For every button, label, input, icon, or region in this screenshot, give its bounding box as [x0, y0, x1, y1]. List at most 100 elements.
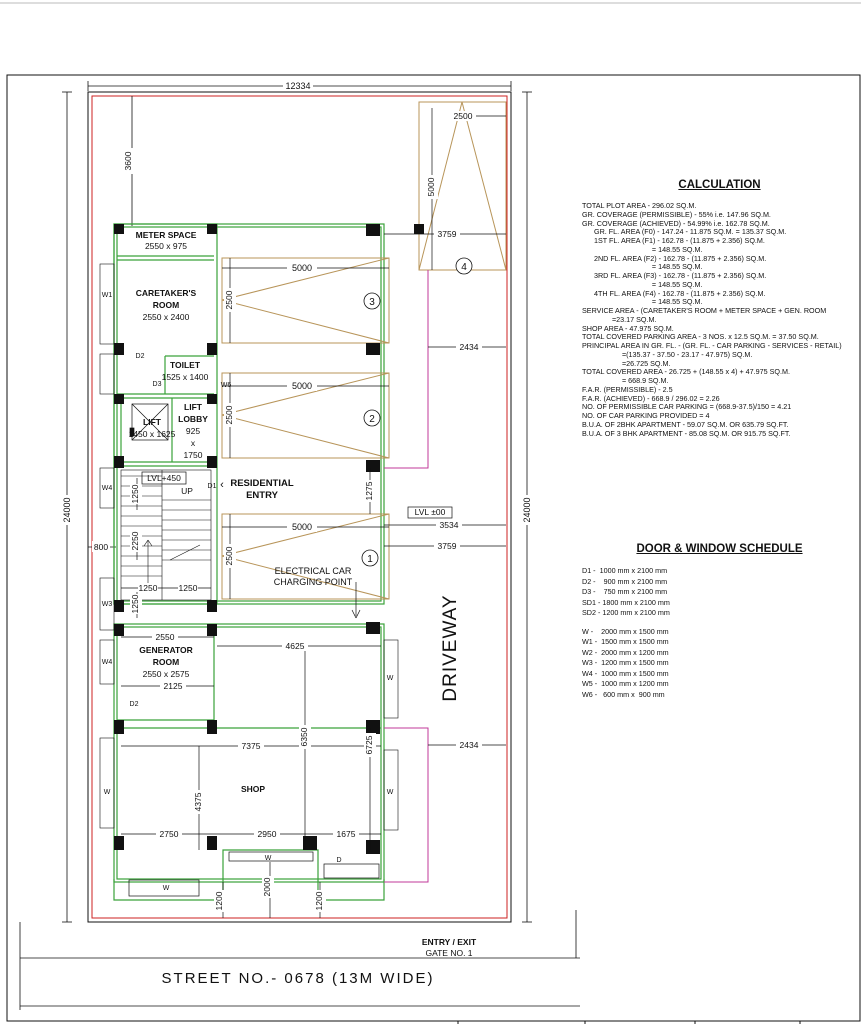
calc-line: GR. COVERAGE (ACHIEVED) - 54.99% i.e. 16… [582, 218, 770, 228]
caretaker-label-1: CARETAKER'S [136, 288, 197, 298]
gate-label: GATE NO. 1 [425, 948, 472, 958]
ev-label-2: CHARGING POINT [274, 577, 353, 587]
calc-line: PRINCIPAL AREA IN GR. FL. - (GR. FL. - C… [582, 341, 842, 350]
calc-line: TOTAL COVERED AREA - 26.725 + (148.55 x … [582, 367, 791, 377]
calc-line: SHOP AREA - 47.975 SQ.M. [582, 323, 674, 333]
dimension-label: D2 [136, 353, 145, 360]
calc-line: F.A.R. (ACHIEVED) - 668.9 / 296.02 = 2.2… [582, 393, 720, 403]
calc-line: NO. OF PERMISSIBLE CAR PARKING = (668.9-… [582, 402, 792, 412]
driveway-edge [384, 270, 429, 883]
dimension-label: W4 [102, 485, 113, 492]
door-item: D3 - 750 mm x 2100 mm [582, 587, 668, 596]
dimension-label: 6725 [364, 735, 374, 754]
generator-label-2: ROOM [153, 657, 179, 667]
door-item: D1 - 1000 mm x 2100 mm [582, 566, 668, 575]
dimension-label: 5000 [292, 263, 312, 273]
street-strip [19, 910, 580, 1010]
entry-chevron-icon: ‹ [220, 479, 224, 491]
opening-labels: W1 D2 D3 W6 D1 W4 W3 W4 D2 W W W W W D [102, 292, 394, 892]
calc-line: GR. COVERAGE (PERMISSIBLE) - 55% i.e. 14… [582, 209, 771, 219]
calc-line: = 148.55 SQ.M. [582, 279, 703, 289]
caretaker-dim: 2550 x 2400 [143, 312, 190, 322]
plot-width-label: 12334 [285, 81, 310, 91]
dim-side-gap: 800 [88, 541, 116, 552]
dimension-label: D3 [153, 381, 162, 388]
dim-plot-width: 12334 [87, 80, 512, 91]
door-item: D2 - 900 mm x 2100 mm [582, 576, 668, 586]
residential-entry-label-2: ENTRY [246, 490, 279, 501]
lift-shaft [129, 403, 169, 441]
dimension-label: W4 [102, 659, 113, 666]
dimension-label: 2950 [258, 829, 277, 839]
meter-space-label: METER SPACE [136, 230, 197, 240]
dimension-label: 3600 [123, 151, 133, 170]
dimension-label: 1275 [364, 481, 374, 500]
dim-plot-depth-right: 24000 [521, 91, 533, 923]
door-item: SD1 - 1800 mm x 2100 mm [582, 597, 670, 607]
dimension-label: 4625 [286, 641, 305, 651]
generator-dim: 2550 x 2575 [143, 669, 190, 679]
calc-line: = 148.55 SQ.M. [582, 297, 703, 307]
dimension-label: 6350 [299, 727, 309, 746]
entry-exit-label: ENTRY / EXIT [422, 937, 477, 947]
dimension-label: W3 [102, 601, 113, 608]
bay-number-1: 1 [367, 554, 373, 565]
dimension-label: 1250 [179, 583, 198, 593]
columns [114, 224, 424, 854]
calc-line: B.U.A. OF 2BHK APARTMENT - 59.07 SQ.M. O… [582, 419, 789, 429]
calc-line: 1ST FL. AREA (F1) - 162.78 - (11.875 + 2… [582, 236, 765, 245]
lift-label: LIFT [143, 417, 162, 427]
calculation-heading: CALCULATION [678, 179, 761, 191]
building-walls [113, 223, 385, 901]
dimension-label: W [387, 675, 394, 682]
door-window-schedule: DOOR & WINDOW SCHEDULE D1 - 1000 mm x 21… [582, 542, 857, 700]
dimension-label: 4375 [193, 792, 203, 811]
dimension-label: 5000 [292, 522, 312, 532]
calc-line: = 148.55 SQ.M. [582, 262, 703, 272]
calc-line: 3RD FL. AREA (F3) - 162.78 - (11.875 + 2… [582, 271, 767, 280]
dimension-label: W [265, 855, 272, 862]
residential-entry-label-1: RESIDENTIAL [230, 478, 294, 489]
window-item: W1 - 1500 mm x 1500 mm [582, 637, 669, 646]
calc-line: SERVICE AREA - (CARETAKER'S ROOM + METER… [582, 306, 827, 315]
calc-line: F.A.R. (PERMISSIBLE) - 2.5 [582, 384, 673, 394]
dimension-label: 2434 [460, 740, 479, 750]
dimension-label: 1675 [337, 829, 356, 839]
lift-lobby-label-2: LOBBY [178, 414, 208, 424]
dimension-label: 1250 [139, 583, 158, 593]
lift-dim: 1450 x 1625 [129, 429, 176, 439]
dimension-label: W6 [221, 382, 232, 389]
dimension-label: 3534 [440, 520, 459, 530]
dimension-label: W [387, 789, 394, 796]
dimension-label: 1250 [130, 484, 140, 503]
calc-line: = 148.55 SQ.M. [582, 244, 703, 254]
window-item: W2 - 2000 mm x 1200 mm [582, 647, 669, 657]
dimension-label: 2250 [130, 531, 140, 550]
dimension-label: 2500 [454, 111, 473, 121]
calc-line: TOTAL COVERED PARKING AREA - 3 NOS. x 12… [582, 332, 819, 342]
generator-label-1: GENERATOR [139, 645, 193, 655]
calculation-panel: CALCULATION TOTAL PLOT AREA - 296.02 SQ.… [582, 178, 857, 438]
shop-label: SHOP [241, 784, 265, 794]
dimension-label: 2550 [156, 632, 175, 642]
level-00-box [407, 506, 453, 519]
dimension-label: 1200 [314, 891, 324, 910]
level-450-box [141, 471, 187, 485]
toilet-dim: 1525 x 1400 [162, 372, 209, 382]
dimension-label: 2434 [460, 342, 479, 352]
window-item: W5 - 1000 mm x 1200 mm [582, 679, 669, 688]
dimension-label: 2000 [262, 877, 272, 896]
dimension-label: W [163, 885, 170, 892]
dimension-label: 2125 [164, 681, 183, 691]
dimension-label: 5000 [292, 381, 312, 391]
meter-space-dim: 2550 x 975 [145, 241, 187, 251]
dimension-label: 3759 [438, 541, 457, 551]
lift-lobby-label-1: LIFT [184, 402, 203, 412]
lift-lobby-dim-3: 1750 [184, 450, 203, 460]
dim-plot-depth-left: 24000 [61, 91, 73, 923]
bay-number-4: 4 [461, 262, 467, 273]
window-item: W4 - 1000 mm x 1500 mm [582, 668, 669, 678]
dimension-label: W [104, 789, 111, 796]
plot-boundary [87, 91, 512, 923]
calc-line: 4TH FL. AREA (F4) - 162.78 - (11.875 + 2… [582, 288, 766, 298]
